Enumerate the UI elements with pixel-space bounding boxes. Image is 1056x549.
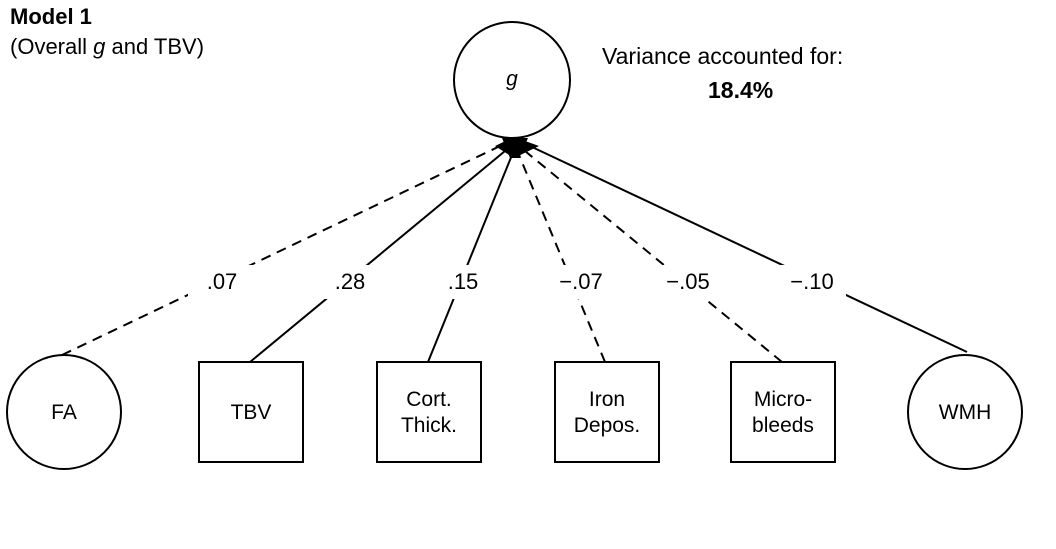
- subtitle-post: and TBV): [105, 34, 205, 59]
- outcome-label: g: [506, 68, 518, 91]
- subtitle-italic: g: [93, 34, 106, 59]
- model-subtitle: (Overall g and TBV): [10, 34, 204, 60]
- coef-bg-micro-bleeds: [654, 265, 722, 299]
- coefficient-labels: .07 .28 .15 −.07 −.05 −.10: [188, 265, 846, 299]
- node-wmh: [907, 354, 1023, 470]
- node-iron-depos: [554, 361, 660, 463]
- node-micro-bleeds: [730, 361, 836, 463]
- path-fa: [61, 146, 499, 356]
- path-tbv: [249, 150, 506, 363]
- model-title: Model 1: [10, 4, 92, 29]
- coef-bg-fa: [188, 265, 256, 299]
- arrowheads-center: [502, 138, 528, 158]
- coef-cort-thick: .15: [448, 269, 479, 294]
- path-wmh: [531, 146, 968, 353]
- variance-value: 18.4%: [708, 77, 774, 103]
- coef-bg-wmh: [778, 265, 846, 299]
- node-label-line: Thick.: [401, 414, 457, 437]
- path-cort-thick: [427, 154, 513, 363]
- node-cort-thick: [376, 361, 482, 463]
- outcome-node: [453, 21, 571, 139]
- node-label-line: Depos.: [574, 414, 641, 437]
- coef-wmh: −.10: [790, 269, 833, 294]
- subtitle-pre: (Overall: [10, 34, 94, 59]
- node-label-line: FA: [51, 401, 77, 424]
- node-fa: [6, 354, 122, 470]
- node-tbv: [198, 361, 304, 463]
- coef-iron-depos: −.07: [559, 269, 602, 294]
- coef-fa: .07: [207, 269, 238, 294]
- path-lines: [61, 146, 968, 363]
- coef-tbv: .28: [335, 269, 366, 294]
- coef-bg-cort-thick: [429, 265, 497, 299]
- path-iron-depos: [518, 154, 606, 363]
- node-label-line: bleeds: [752, 414, 814, 437]
- node-label-cort-thick: Cort. Thick.: [401, 388, 457, 437]
- path-micro-bleeds: [524, 150, 783, 363]
- coef-bg-tbv: [316, 265, 384, 299]
- node-label-tbv: TBV: [231, 401, 272, 424]
- node-label-line: Cort.: [406, 388, 452, 411]
- node-label-fa: FA: [51, 401, 77, 424]
- coef-micro-bleeds: −.05: [666, 269, 709, 294]
- node-label-line: Micro-: [754, 388, 812, 411]
- variance-label: Variance accounted for:: [602, 43, 844, 69]
- node-label-wmh: WMH: [939, 401, 991, 424]
- node-label-micro-bleeds: Micro-bleeds: [752, 388, 814, 437]
- coef-bg-iron-depos: [547, 265, 615, 299]
- node-label-line: Iron: [589, 388, 625, 411]
- node-label-line: TBV: [231, 401, 272, 424]
- node-label-line: WMH: [939, 401, 991, 424]
